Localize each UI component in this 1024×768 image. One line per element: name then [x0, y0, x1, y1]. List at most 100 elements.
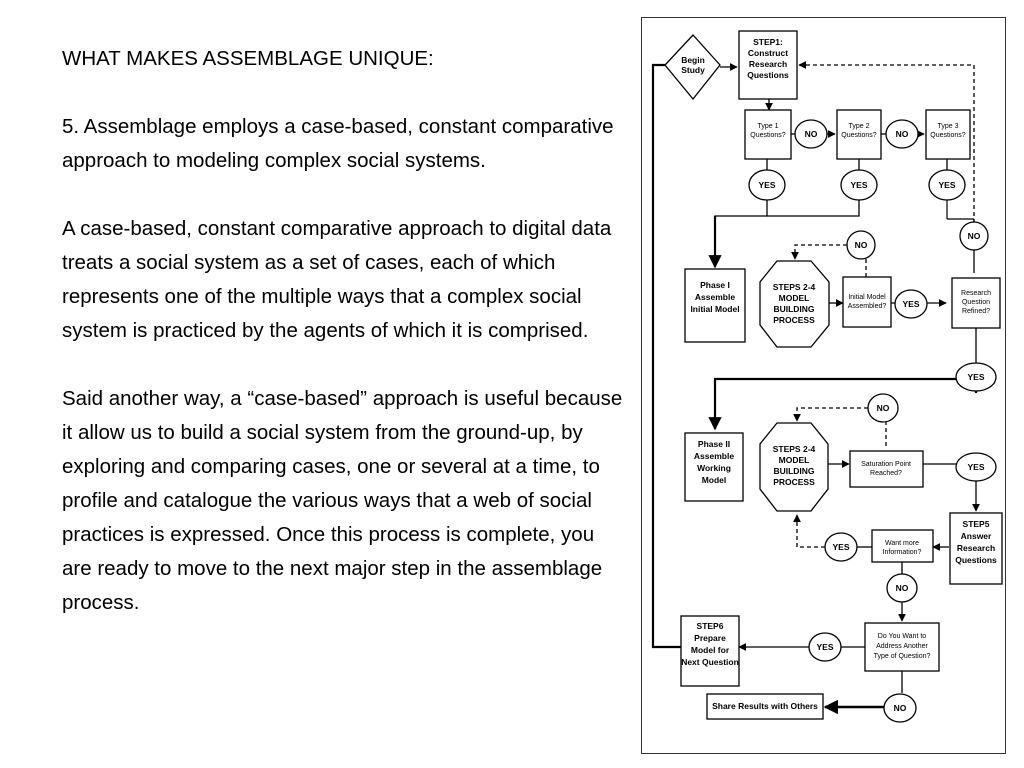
- phase2-label-1: Phase II: [698, 439, 730, 449]
- steps-2-4-label-2b: MODEL: [779, 455, 810, 465]
- type3-label-2: Questions?: [930, 132, 966, 139]
- saturation-label-1: Saturation Point: [861, 461, 911, 468]
- another-way-paragraph: Said another way, a “case-based” approac…: [62, 387, 623, 614]
- step1-box: [738, 30, 798, 100]
- phase1-box: [684, 268, 746, 343]
- want-more-info-box: [871, 529, 934, 563]
- yes-label-saturation: YES: [967, 462, 984, 472]
- yes-oval-type1: [748, 169, 786, 201]
- yes-label-more-info: YES: [832, 542, 849, 552]
- yes-label-refined: YES: [967, 372, 984, 382]
- step6-label-2: Prepare: [694, 633, 726, 643]
- share-results-box: [706, 693, 824, 720]
- research-question-label-2: Question: [962, 299, 990, 306]
- address-another-label-2: Address Another: [876, 643, 928, 650]
- phase1-label-1: Phase I: [700, 280, 730, 290]
- initial-model-label-2: Assembled?: [848, 303, 887, 310]
- initial-model-label-1: Initial Model: [848, 294, 886, 301]
- steps-2-4-octagon-1: [759, 260, 830, 348]
- step5-label-1: STEP5: [963, 519, 990, 529]
- no-label-address: NO: [894, 703, 907, 713]
- begin-label-1: Begin: [681, 55, 705, 65]
- want-more-label-2: Information?: [883, 549, 922, 556]
- assemblage-flowchart: Begin Study STEP1: Construct Research Qu…: [641, 17, 1006, 754]
- yes-oval-more-info: [824, 532, 858, 562]
- phase2-box: [684, 432, 744, 502]
- case-based-paragraph: A case-based, constant comparative appro…: [62, 217, 612, 342]
- flowchart-labels: Begin Study STEP1: Construct Research Qu…: [681, 37, 997, 713]
- yes-label-address: YES: [816, 642, 833, 652]
- step6-label-3: Model for: [691, 645, 730, 655]
- no-label-more-info: NO: [896, 583, 909, 593]
- yes-oval-type2: [840, 169, 878, 201]
- initial-model-box: [842, 276, 892, 328]
- no-label-1: NO: [805, 129, 818, 139]
- research-question-label-1: Research: [961, 290, 991, 297]
- steps-2-4-label-2c: BUILDING: [773, 466, 814, 476]
- no-oval-2: [885, 119, 919, 149]
- step6-label-4: Next Question: [681, 657, 739, 667]
- no-oval-3: [959, 221, 989, 251]
- step5-label-3: Research: [957, 543, 995, 553]
- research-question-box: [951, 277, 1001, 329]
- yes-oval-saturation: [955, 452, 997, 482]
- step1-label-3: Research: [749, 59, 787, 69]
- step6-box: [680, 615, 740, 687]
- no-oval-address: [883, 693, 917, 723]
- steps-2-4-label-1b: MODEL: [779, 293, 810, 303]
- step1-label-1: STEP1:: [753, 37, 783, 47]
- dashed-connectors: [791, 61, 975, 548]
- no-oval-saturation: [867, 393, 899, 423]
- address-another-label-1: Do You Want to: [878, 633, 926, 640]
- type2-box: [836, 109, 882, 160]
- step6-label-1: STEP6: [697, 621, 724, 631]
- flowchart-canvas: Begin Study STEP1: Construct Research Qu…: [651, 30, 1003, 723]
- slide-text-column: WHAT MAKES ASSEMBLAGE UNIQUE: 5. Assembl…: [62, 42, 627, 620]
- steps-2-4-octagon-2: [759, 422, 829, 512]
- yes-label-type2: YES: [850, 180, 867, 190]
- type2-label-2: Questions?: [841, 132, 877, 139]
- yes-oval-initial: [894, 289, 928, 319]
- no-label-saturation: NO: [877, 403, 890, 413]
- step5-label-2: Answer: [961, 531, 992, 541]
- type3-label-1: Type 3: [937, 123, 958, 130]
- phase2-label-3: Working: [697, 463, 731, 473]
- steps-2-4-label-1a: STEPS 2-4: [773, 282, 816, 292]
- begin-study-diamond: [664, 34, 721, 101]
- yes-oval-refined: [955, 362, 997, 392]
- saturation-label-2: Reached?: [870, 470, 902, 477]
- want-more-label-1: Want more: [885, 540, 919, 547]
- yes-oval-type3: [928, 169, 966, 201]
- steps-2-4-label-2d: PROCESS: [773, 477, 815, 487]
- research-question-label-3: Refined?: [962, 308, 990, 315]
- no-label-3: NO: [968, 231, 981, 241]
- phase2-label-4: Model: [702, 475, 727, 485]
- slide-heading: WHAT MAKES ASSEMBLAGE UNIQUE:: [62, 47, 434, 70]
- step1-label-2: Construct: [748, 48, 788, 58]
- yes-label-type1: YES: [758, 180, 775, 190]
- step5-box: [949, 512, 1003, 585]
- type1-label-2: Questions?: [750, 132, 786, 139]
- phase2-label-2: Assemble: [694, 451, 734, 461]
- flowchart-shapes: [664, 30, 1003, 723]
- no-label-2: NO: [896, 129, 909, 139]
- saturation-point-box: [849, 450, 924, 488]
- no-oval-more-info: [886, 573, 918, 603]
- begin-label-2: Study: [681, 65, 705, 75]
- step5-label-4: Questions: [955, 555, 997, 565]
- point-5-paragraph: 5. Assemblage employs a case-based, cons…: [62, 115, 614, 172]
- step1-label-4: Questions: [747, 70, 789, 80]
- steps-2-4-label-1d: PROCESS: [773, 315, 815, 325]
- address-another-label-3: Type of Question?: [874, 653, 931, 660]
- yes-label-initial: YES: [902, 299, 919, 309]
- no-oval-1: [794, 119, 828, 149]
- steps-2-4-label-1c: BUILDING: [773, 304, 814, 314]
- type1-label-1: Type 1: [757, 123, 778, 130]
- address-another-box: [864, 622, 940, 672]
- solid-connectors: [651, 58, 980, 715]
- phase1-label-3: Initial Model: [690, 304, 739, 314]
- yes-label-type3: YES: [938, 180, 955, 190]
- type1-box: [744, 109, 792, 160]
- type2-label-1: Type 2: [848, 123, 869, 130]
- type3-box: [925, 109, 971, 160]
